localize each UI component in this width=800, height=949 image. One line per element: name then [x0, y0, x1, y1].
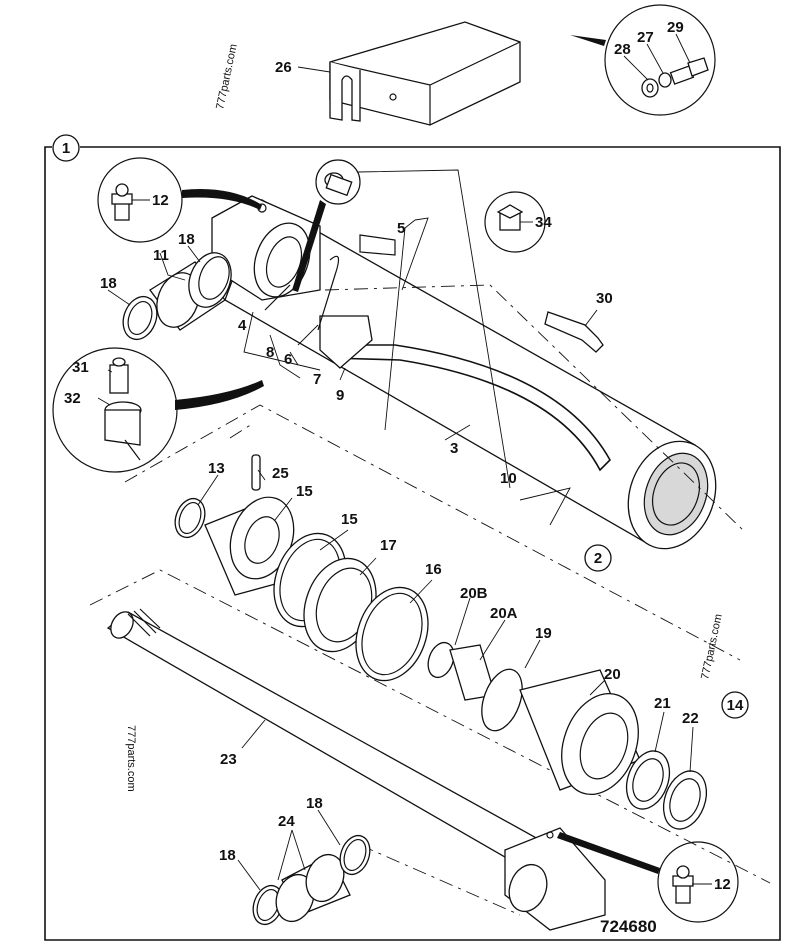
callout-8: 8	[266, 344, 274, 361]
callout-12-bottom: 12	[714, 876, 731, 893]
callout-17: 14	[721, 691, 749, 719]
callout-20A: 20A	[490, 605, 518, 622]
cylinder-barrel	[211, 195, 717, 550]
callout-21: 21	[654, 695, 671, 712]
assembly-frame	[44, 146, 781, 941]
piston-rod	[106, 608, 606, 931]
svg-text:2: 2	[594, 550, 602, 567]
guard-cover	[329, 21, 521, 126]
callout-20: 20	[604, 666, 621, 683]
callout-22: 22	[682, 710, 699, 727]
callout-18-d: 18	[306, 795, 323, 812]
callout-13: 13	[208, 460, 225, 477]
callout-11: 11	[153, 247, 169, 264]
watermark-top: 777parts.com	[214, 43, 240, 111]
svg-text:1: 1	[62, 140, 70, 157]
callout-27: 27	[637, 29, 654, 46]
callout-30: 30	[596, 290, 613, 307]
valve-detail	[52, 347, 264, 473]
callout-25: 25	[272, 465, 289, 482]
rod-eye-bushings	[252, 834, 371, 926]
callout-26: 26	[275, 59, 292, 76]
callout-2: 2	[584, 544, 612, 572]
callout-6: 6	[284, 351, 292, 368]
callout-29: 29	[667, 19, 684, 36]
callout-18-c: 18	[219, 847, 236, 864]
callout-7: 7	[313, 371, 321, 388]
lower-leaders	[97, 199, 712, 891]
piston-seals	[174, 454, 429, 682]
callout-28: 28	[614, 41, 631, 58]
drawing-number: 724680	[600, 917, 657, 936]
callout-32: 32	[64, 390, 81, 407]
pipe-fitting	[544, 309, 604, 353]
callout-18-a: 18	[100, 275, 117, 292]
callout-14: 15	[296, 483, 313, 500]
grease-nipple-detail-bottom	[557, 832, 739, 923]
callout-10: 10	[500, 470, 517, 487]
callout-23: 23	[220, 751, 237, 768]
callout-15-b: 16	[425, 561, 442, 578]
barrel-leaders	[243, 169, 571, 526]
callout-4: 4	[238, 317, 247, 334]
bolt-washer-detail	[570, 4, 716, 116]
callout-9: 9	[336, 387, 344, 404]
plug-detail	[484, 191, 546, 253]
callout-16: 17	[380, 537, 397, 554]
callout-24: 24	[278, 813, 295, 830]
grease-nipple-detail-top	[97, 157, 262, 243]
callout-20B: 20B	[460, 585, 488, 602]
callout-18-b: 18	[178, 231, 195, 248]
gland-seals	[427, 641, 708, 830]
callout-5: 5	[397, 220, 405, 237]
callout-3: 3	[450, 440, 458, 457]
callout-12-top: 12	[152, 192, 169, 209]
watermark-left: 777parts.com	[125, 725, 137, 792]
callout-31: 31	[72, 359, 89, 376]
svg-text:14: 14	[727, 697, 744, 714]
callout-1: 1	[52, 134, 80, 162]
watermark-right: 777parts.com	[699, 613, 725, 681]
callout-15-a: 15	[341, 511, 358, 528]
callout-34: 34	[535, 214, 552, 231]
callout-19: 19	[535, 625, 552, 642]
top-bushings	[122, 252, 232, 341]
adapter-detail	[292, 159, 361, 292]
